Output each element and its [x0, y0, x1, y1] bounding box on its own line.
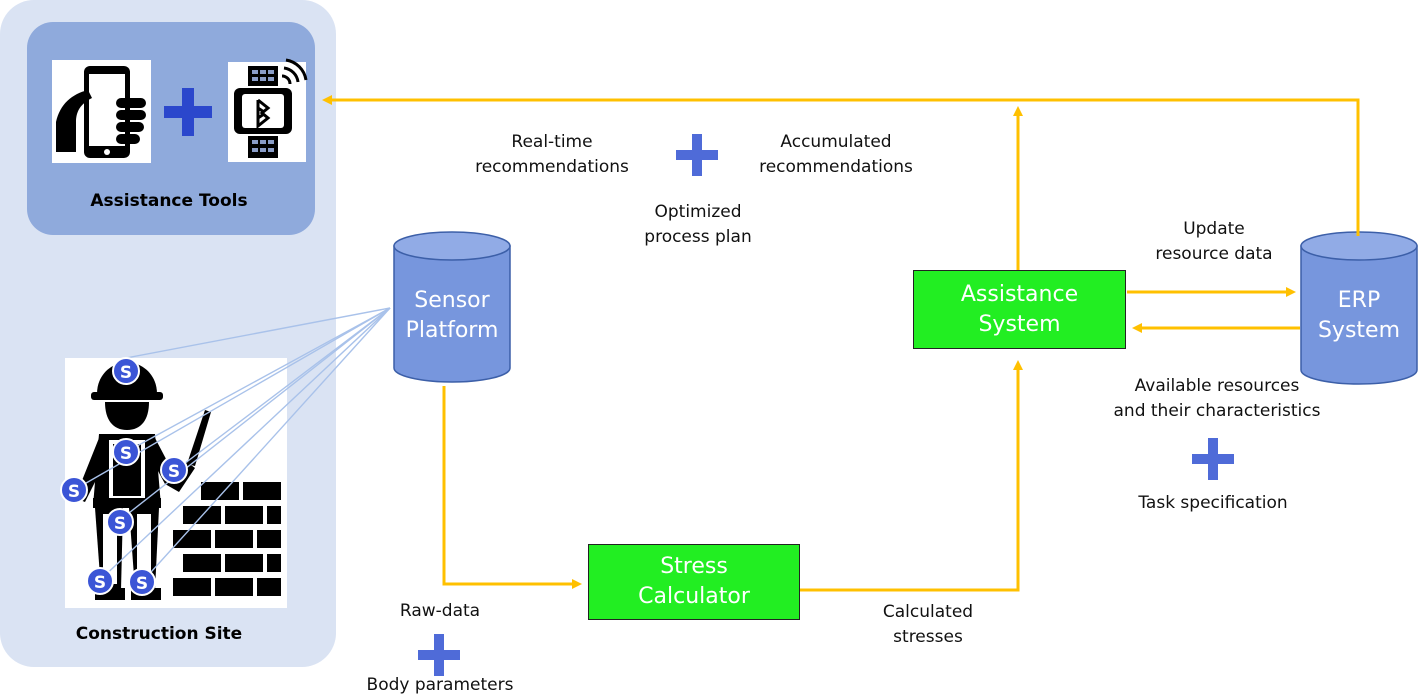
sensor-s-icon: S [86, 567, 114, 595]
watch-icon-box [228, 58, 308, 162]
svg-text:S: S [168, 462, 180, 482]
plus-icon-rawdata [418, 634, 460, 676]
construction-site-title: Construction Site [75, 624, 243, 644]
rawdata-label: Raw-data [399, 601, 481, 621]
svg-text:S: S [94, 573, 106, 593]
erp-system-cylinder [1300, 231, 1418, 385]
plus-icon-resources [1192, 438, 1234, 480]
svg-text:S: S [120, 444, 132, 464]
phone-icon-box [52, 60, 151, 163]
svg-text:S: S [114, 514, 126, 534]
plus-signs [418, 134, 1234, 676]
sensor-s-icon: S [160, 456, 188, 484]
plus-icon-recommendations [676, 134, 718, 176]
sensor-s-icon: S [106, 508, 134, 536]
task-label: Task specification [1138, 493, 1288, 513]
body-parameters-label: Body parameters [366, 675, 514, 695]
sensor-dots: S S S S S S S [60, 357, 188, 596]
plus-icon-tools [164, 88, 212, 136]
assistance-tools-title: Assistance Tools [90, 191, 248, 211]
sensor-links [73, 307, 391, 583]
svg-text:S: S [68, 482, 80, 502]
hand-holding-smartphone-icon [56, 66, 146, 158]
sensor-s-icon: S [60, 476, 88, 504]
svg-text:S: S [136, 574, 148, 594]
sensor-platform-cylinder [393, 231, 511, 383]
brick-wall-icon [173, 482, 281, 596]
flow-arrows [322, 95, 1360, 592]
sensor-s-icon: S [112, 357, 140, 385]
sensor-s-icon: S [128, 568, 156, 596]
sensor-s-icon: S [112, 438, 140, 466]
svg-text:S: S [120, 363, 132, 383]
bluetooth-smartwatch-icon [234, 58, 308, 158]
